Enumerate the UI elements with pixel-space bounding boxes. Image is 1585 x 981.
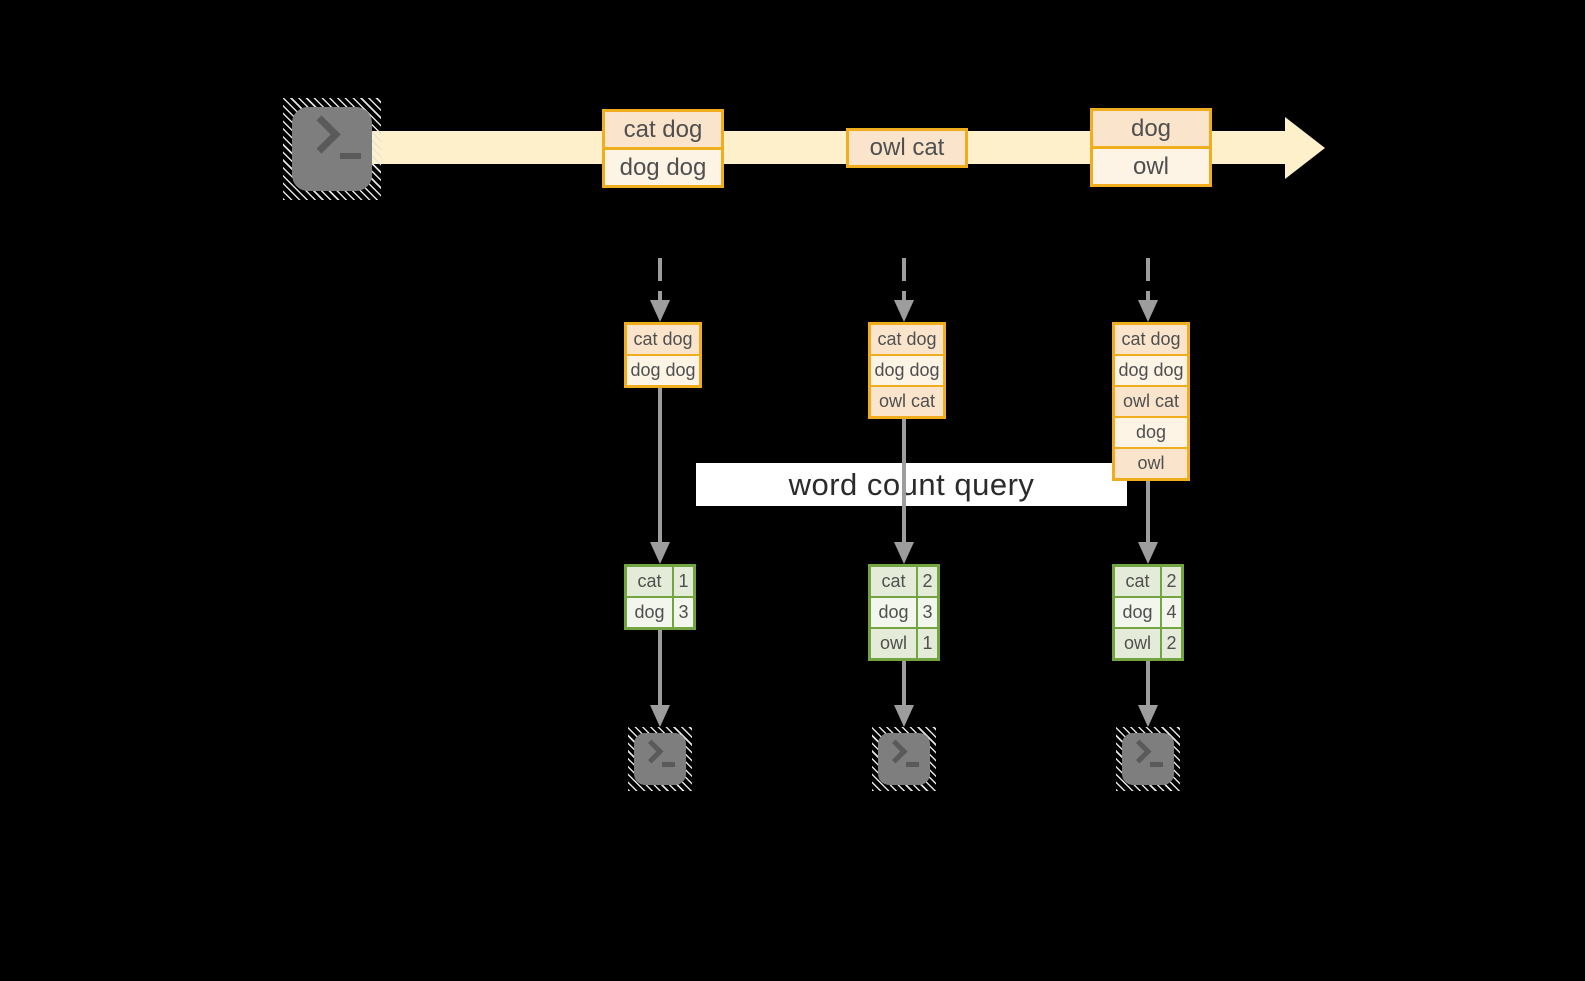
word-cell: owl <box>1115 629 1162 658</box>
count-cell: 2 <box>1162 629 1181 658</box>
count-cell: 1 <box>918 629 937 658</box>
count-row: cat 1 <box>627 567 693 596</box>
count-table-2: cat 2 dog 3 owl 1 <box>868 564 940 661</box>
count-row: cat 2 <box>1115 567 1181 596</box>
dashed-arrow-head-icon <box>1138 300 1158 322</box>
batch-item: owl <box>1093 146 1209 184</box>
connector-arrow-line <box>902 417 906 546</box>
prompt-underscore-icon <box>906 762 919 767</box>
dashed-arrow-line <box>1146 258 1150 301</box>
connector-arrow-line <box>1146 479 1150 546</box>
count-row: owl 2 <box>1115 627 1181 658</box>
count-row: dog 3 <box>627 596 693 627</box>
connector-arrow-head-icon <box>1138 542 1158 564</box>
state-row: owl cat <box>871 385 943 416</box>
word-cell: owl <box>871 629 918 658</box>
sink-arrow-line <box>902 661 906 707</box>
connector-arrow-line <box>658 384 662 546</box>
terminal-sink-icon <box>872 727 936 791</box>
count-row: owl 1 <box>871 627 937 658</box>
word-cell: dog <box>871 598 918 627</box>
state-row: dog dog <box>871 354 943 385</box>
terminal-screen <box>634 733 686 785</box>
state-row: cat dog <box>627 325 699 354</box>
dashed-arrow-line <box>658 258 662 301</box>
state-row: dog dog <box>627 354 699 385</box>
terminal-screen <box>1122 733 1174 785</box>
count-cell: 4 <box>1162 598 1181 627</box>
dashed-arrow-line <box>902 258 906 301</box>
count-cell: 3 <box>918 598 937 627</box>
state-row: cat dog <box>871 325 943 354</box>
batch-item: dog <box>1093 111 1209 146</box>
state-row: dog dog <box>1115 354 1187 385</box>
prompt-chevron-icon <box>639 739 664 764</box>
prompt-underscore-icon <box>1150 762 1163 767</box>
terminal-sink-icon <box>1116 727 1180 791</box>
count-table-1: cat 1 dog 3 <box>624 564 696 630</box>
count-cell: 2 <box>1162 567 1181 596</box>
word-cell: cat <box>627 567 674 596</box>
sink-arrow-head-icon <box>650 705 670 727</box>
terminal-sink-icon <box>628 727 692 791</box>
dashed-arrow-head-icon <box>650 300 670 322</box>
state-box-2: cat dog dog dog owl cat <box>868 322 946 419</box>
dashed-arrow-head-icon <box>894 300 914 322</box>
word-cell: cat <box>871 567 918 596</box>
terminal-source-icon <box>283 98 381 200</box>
sink-arrow-head-icon <box>894 705 914 727</box>
query-label: word count query <box>788 466 1035 502</box>
batch-item: dog dog <box>605 147 721 185</box>
terminal-screen <box>292 107 372 191</box>
prompt-chevron-icon <box>883 739 908 764</box>
count-cell: 1 <box>674 567 693 596</box>
batch-item: cat dog <box>605 112 721 147</box>
batch-item: owl cat <box>849 131 965 165</box>
stream-batch-3: dog owl <box>1090 108 1212 187</box>
count-table-3: cat 2 dog 4 owl 2 <box>1112 564 1184 661</box>
connector-arrow-head-icon <box>650 542 670 564</box>
count-row: dog 3 <box>871 596 937 627</box>
word-cell: dog <box>1115 598 1162 627</box>
prompt-underscore-icon <box>340 153 361 159</box>
sink-arrow-line <box>658 630 662 707</box>
count-row: cat 2 <box>871 567 937 596</box>
stream-batch-2: owl cat <box>846 128 968 168</box>
state-row: dog <box>1115 416 1187 447</box>
prompt-chevron-icon <box>302 115 341 154</box>
state-row: cat dog <box>1115 325 1187 354</box>
word-cell: dog <box>627 598 674 627</box>
state-box-3: cat dog dog dog owl cat dog owl <box>1112 322 1190 481</box>
state-row: owl <box>1115 447 1187 478</box>
word-cell: cat <box>1115 567 1162 596</box>
query-label-box: word count query <box>696 463 1127 506</box>
stream-batch-1: cat dog dog dog <box>602 109 724 188</box>
sink-arrow-head-icon <box>1138 705 1158 727</box>
count-cell: 3 <box>674 598 693 627</box>
prompt-underscore-icon <box>662 762 675 767</box>
state-box-1: cat dog dog dog <box>624 322 702 388</box>
sink-arrow-line <box>1146 661 1150 707</box>
state-row: owl cat <box>1115 385 1187 416</box>
connector-arrow-head-icon <box>894 542 914 564</box>
prompt-chevron-icon <box>1127 739 1152 764</box>
count-row: dog 4 <box>1115 596 1181 627</box>
stream-arrow-head-icon <box>1285 117 1325 179</box>
count-cell: 2 <box>918 567 937 596</box>
terminal-screen <box>878 733 930 785</box>
